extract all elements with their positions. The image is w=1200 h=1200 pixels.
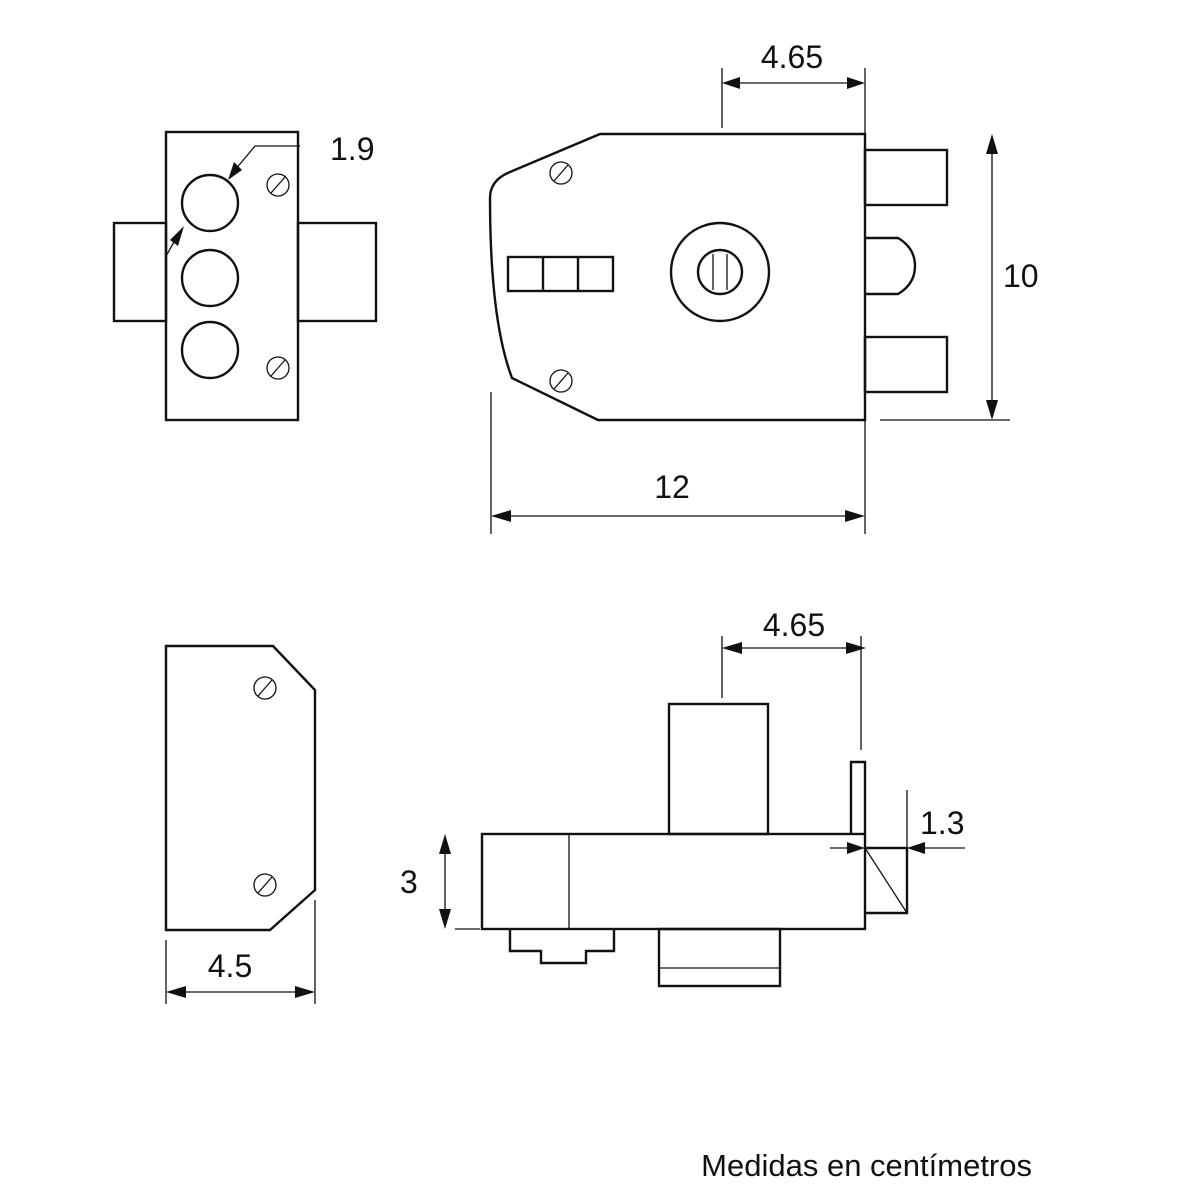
cylinder-rosette	[669, 221, 771, 323]
screw-icon	[266, 356, 290, 380]
arrow-icon	[986, 134, 998, 154]
hole-bottom	[180, 320, 240, 380]
arrow-icon	[845, 510, 865, 522]
indicator-window	[506, 255, 615, 293]
left-bolt-stub	[112, 221, 168, 323]
bolt-bottom	[863, 335, 949, 394]
cylinder-housing	[667, 702, 770, 836]
side-view: 4.5	[164, 644, 317, 1004]
strike-block	[865, 846, 909, 915]
hole-top	[180, 173, 240, 233]
arrow-icon	[170, 226, 184, 246]
screw-icon	[253, 676, 277, 700]
thickness-label: 3	[400, 864, 418, 900]
plan-body	[480, 832, 867, 931]
cylinder-core	[696, 248, 744, 296]
arrow-icon	[722, 642, 742, 654]
bottom-width-label: 4.65	[763, 607, 825, 643]
height-label: 10	[1003, 258, 1039, 294]
lip-label: 1.3	[920, 805, 964, 841]
arrow-icon	[846, 642, 866, 654]
arrow-icon	[722, 77, 740, 89]
side-width-label: 4.5	[208, 948, 252, 984]
hole-dimension-leader	[234, 145, 300, 171]
screw-icon	[266, 173, 290, 197]
side-plate	[164, 644, 317, 932]
arrow-icon	[847, 77, 865, 89]
units-caption: Medidas en centímetros	[701, 1148, 1032, 1183]
arrow-icon	[295, 986, 315, 998]
bottom-bolt-block	[657, 927, 782, 988]
length-label: 12	[654, 469, 690, 505]
arrow-icon	[986, 400, 998, 420]
hole-dimension-leader-lower	[164, 239, 176, 259]
arrow-icon	[166, 986, 186, 998]
bottom-tab	[508, 929, 616, 965]
arrow-icon	[228, 162, 242, 180]
screw-icon	[253, 873, 277, 897]
screw-icon	[549, 369, 573, 393]
plan-view: 4.65 1.3 3	[400, 607, 965, 988]
front-view: 1.9	[112, 130, 378, 422]
main-view: 4.65 10 12	[488, 39, 1039, 534]
hole-diameter-label: 1.9	[330, 131, 374, 167]
screw-icon	[549, 161, 573, 185]
right-bolt-stub	[296, 221, 378, 323]
arrow-icon	[491, 510, 511, 522]
top-width-label: 4.65	[761, 39, 823, 75]
arrow-icon	[439, 909, 451, 929]
bolt-top	[863, 148, 949, 207]
arrow-icon	[847, 842, 865, 854]
lock-body	[488, 132, 867, 422]
arrow-icon	[439, 834, 451, 854]
hole-middle	[180, 248, 240, 308]
arrow-icon	[907, 842, 925, 854]
strike-lip	[849, 760, 867, 834]
latch-bolt	[865, 236, 917, 296]
